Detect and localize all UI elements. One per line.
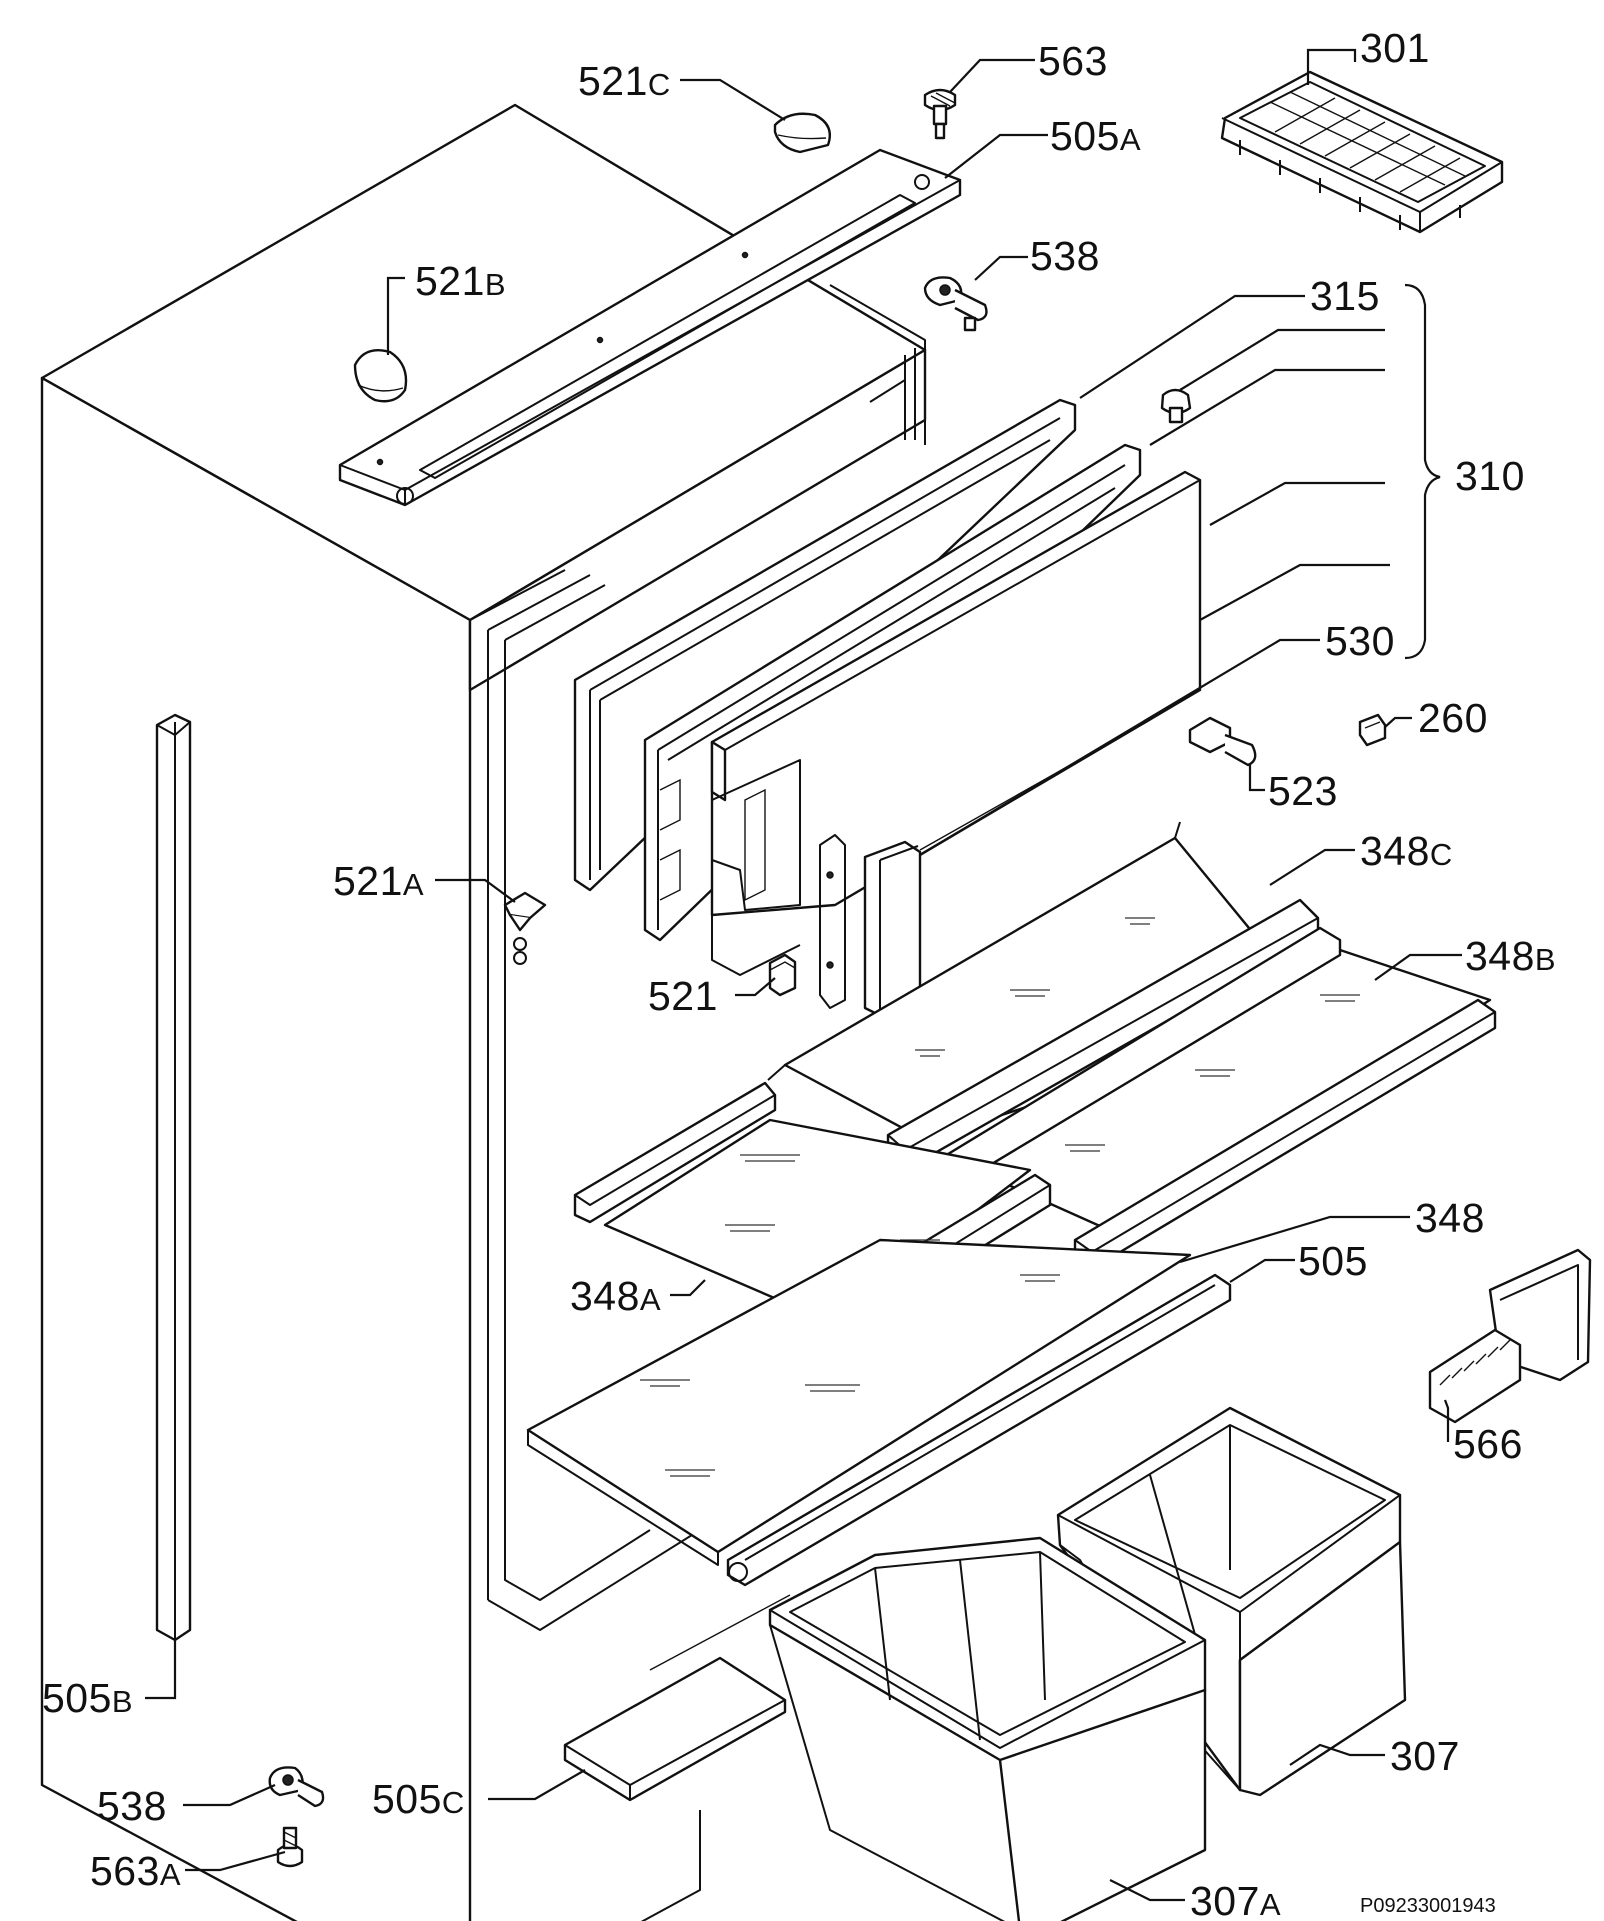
part-260-clip <box>1358 713 1387 747</box>
label-301: 301 <box>1360 25 1430 71</box>
part-505b-side-trim <box>155 713 192 1642</box>
label-521: 521 <box>648 973 718 1019</box>
part-315-screw <box>1160 388 1192 424</box>
part-freezer-door-panel <box>710 470 1202 976</box>
part-301-ice-cube-tray <box>1220 70 1504 234</box>
label-348a: 348A <box>570 1273 661 1319</box>
part-348-glass-shelf-bottom <box>526 1238 1192 1566</box>
part-labels: 301 563 521C 505A 521B 538 315 310 530 2… <box>42 25 1556 1921</box>
label-563a: 563A <box>90 1848 181 1894</box>
label-307a: 307A <box>1190 1878 1281 1921</box>
label-538-bottom: 538 <box>97 1783 167 1829</box>
part-538-hinge-pin-top <box>923 276 988 332</box>
label-538-top: 538 <box>1030 233 1100 279</box>
part-505-front-trim-strip <box>726 1273 1232 1587</box>
label-505a: 505A <box>1050 113 1141 159</box>
label-566: 566 <box>1453 1421 1523 1467</box>
part-538-hinge-pin-bottom <box>268 1766 325 1808</box>
label-521c: 521C <box>578 58 671 104</box>
part-521-small-cap <box>768 953 797 997</box>
part-521c-cap <box>773 112 832 154</box>
part-348b-glass-shelf <box>928 926 1497 1272</box>
part-523-hinge-pin <box>1188 716 1257 767</box>
part-505a-top-hinge-bar <box>338 148 962 507</box>
label-348c: 348C <box>1360 828 1453 874</box>
leader-lines <box>145 48 1462 1902</box>
part-521a-latch <box>503 891 547 965</box>
label-505c: 505C <box>372 1776 465 1822</box>
label-310: 310 <box>1455 453 1525 499</box>
label-505: 505 <box>1298 1238 1368 1284</box>
label-563: 563 <box>1038 38 1108 84</box>
label-348: 348 <box>1415 1195 1485 1241</box>
label-315: 315 <box>1310 273 1380 319</box>
cabinet-body <box>40 103 927 1921</box>
part-521b-cap <box>353 348 408 403</box>
part-530-door-handle <box>819 719 1151 1020</box>
label-505b: 505B <box>42 1675 133 1721</box>
label-523: 523 <box>1268 768 1338 814</box>
part-307a-crisper-drawer-left <box>768 1536 1207 1921</box>
document-code: P09233001943 <box>1360 1895 1496 1917</box>
label-530: 530 <box>1325 618 1395 664</box>
label-260: 260 <box>1418 695 1488 741</box>
part-505c-bottom-cover <box>563 1594 791 1802</box>
part-566-scraper <box>1428 1248 1592 1424</box>
label-521b: 521B <box>415 258 506 304</box>
label-307: 307 <box>1390 1733 1460 1779</box>
part-563-screw <box>923 88 957 140</box>
label-521a: 521A <box>333 858 424 904</box>
part-307-crisper-drawer-right <box>1056 1406 1407 1797</box>
part-563a-bottom-screw <box>276 1826 304 1868</box>
label-348b: 348B <box>1465 933 1556 979</box>
